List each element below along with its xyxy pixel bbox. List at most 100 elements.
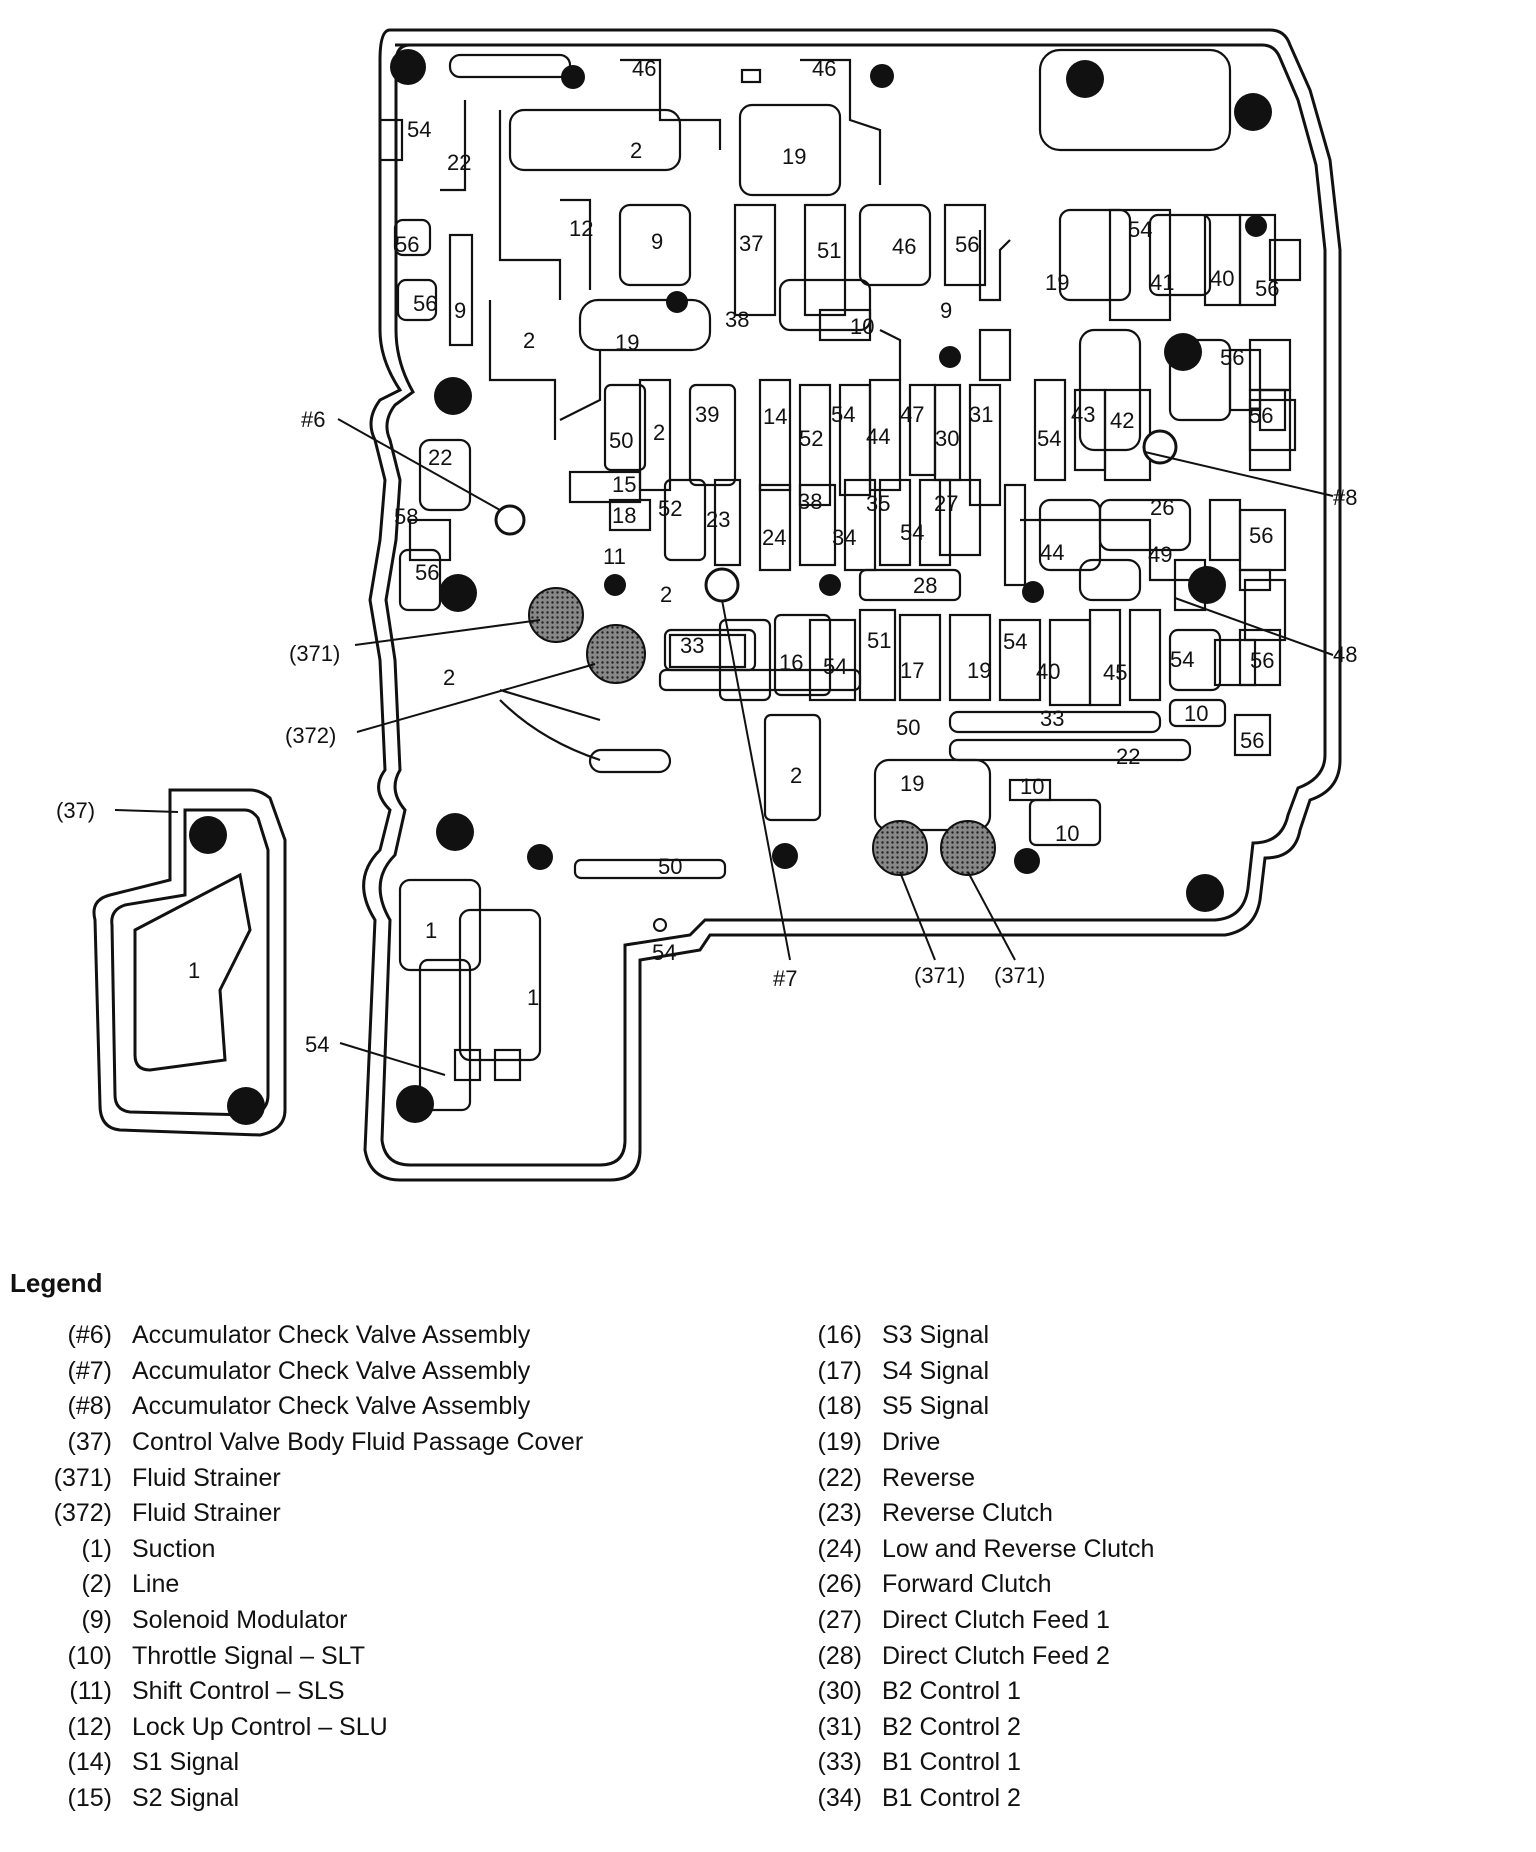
passage-label: 2 [653, 420, 665, 445]
passage-label: 56 [415, 560, 439, 585]
passage-label: 50 [658, 854, 682, 879]
legend-item: (26)Forward Clutch [800, 1567, 1154, 1603]
legend-key: (1) [81, 1534, 112, 1563]
passage-label: 2 [523, 328, 535, 353]
legend-key: (15) [67, 1784, 112, 1813]
passage-label: 2 [630, 138, 642, 163]
legend-item: (2)Line [40, 1567, 583, 1603]
legend-item: (372)Fluid Strainer [40, 1496, 583, 1532]
legend-label: Direct Clutch Feed 2 [882, 1641, 1110, 1670]
passage-label: 56 [955, 232, 979, 257]
legend-label: Control Valve Body Fluid Passage Cover [132, 1428, 584, 1457]
legend-key: (16) [817, 1321, 862, 1350]
passage-label: 39 [695, 402, 719, 427]
check-ball-7 [704, 567, 740, 603]
legend-label: B1 Control 1 [882, 1748, 1021, 1777]
legend-key: (31) [817, 1712, 862, 1741]
passage-label: 26 [1150, 495, 1174, 520]
passage-label: 52 [799, 426, 823, 451]
callout-check-6: #6 [301, 407, 325, 432]
passage-label: 10 [1020, 774, 1044, 799]
leader-lines [114, 418, 1334, 1076]
legend-label: Accumulator Check Valve Assembly [132, 1392, 531, 1421]
passage-label: 40 [1036, 659, 1060, 684]
legend-item: (27)Direct Clutch Feed 1 [800, 1603, 1154, 1639]
passage-label: 22 [1116, 744, 1140, 769]
passage-label: 38 [725, 307, 749, 332]
legend-label: S2 Signal [132, 1784, 240, 1813]
legend-label: Drive [882, 1428, 941, 1457]
legend-item: (33)B1 Control 1 [800, 1745, 1154, 1781]
check-ball-8 [1142, 429, 1178, 465]
legend-item: (371)Fluid Strainer [40, 1460, 583, 1496]
callout-48: 48 [1333, 642, 1357, 667]
passage-label: 19 [1045, 270, 1069, 295]
legend-item: (#8)Accumulator Check Valve Assembly [40, 1389, 583, 1425]
legend-label: S1 Signal [132, 1748, 240, 1777]
passage-label: 54 [407, 117, 431, 142]
passage-label: 2 [660, 582, 672, 607]
legend-item: (9) Solenoid Modulator [40, 1603, 583, 1639]
legend-item: (23)Reverse Clutch [800, 1496, 1154, 1532]
legend-label: Line [132, 1570, 180, 1599]
passage-label: 46 [892, 234, 916, 259]
passage-label: 56 [1220, 345, 1244, 370]
small-port [653, 918, 667, 932]
valve-body-diagram: 46 46 54 22 2 19 12 9 37 51 46 56 9 10 5… [56, 28, 1357, 1182]
legend-item: (28) Direct Clutch Feed 2 [800, 1638, 1154, 1674]
callout-strainer-371-c: (371) [994, 963, 1045, 988]
passage-label: 46 [812, 56, 836, 81]
passage-label: 38 [798, 489, 822, 514]
legend-key: (23) [817, 1499, 862, 1528]
passage-label: 50 [609, 428, 633, 453]
legend-item: (31)B2 Control 2 [800, 1710, 1154, 1746]
legend-item: (34)B1 Control 2 [800, 1781, 1154, 1817]
passage-label: 51 [817, 238, 841, 263]
legend-key: (9) [81, 1606, 112, 1635]
passage-label: 16 [779, 650, 803, 675]
legend-item: (#7)Accumulator Check Valve Assembly [40, 1354, 583, 1390]
passage-label: 30 [935, 426, 959, 451]
legend-item: (24)Low and Reverse Clutch [800, 1532, 1155, 1568]
legend-item: (10)Throttle Signal – SLT [40, 1638, 583, 1674]
legend-key: (372) [53, 1499, 112, 1528]
passage-label: 56 [1249, 523, 1273, 548]
passage-label: 47 [900, 402, 924, 427]
passage-label: 54 [1003, 629, 1027, 654]
callout-54: 54 [305, 1032, 329, 1057]
valve-body-outline [362, 28, 1342, 1182]
callout-labels: #6 #8 48 (371) (372) (37) #7 (371) (371)… [56, 407, 1357, 1057]
passage-label: 56 [1240, 728, 1264, 753]
legend-key: (17) [817, 1356, 862, 1385]
legend-title: Legend [10, 1268, 103, 1298]
legend-item: (1)Suction [40, 1532, 583, 1568]
passage-cover-37 [92, 788, 287, 1137]
passage-label: 9 [940, 298, 952, 323]
passage-label: 58 [394, 504, 418, 529]
legend-item: (15) S2 Signal [40, 1781, 583, 1817]
passage-label: 54 [900, 520, 924, 545]
passage-label: 12 [569, 216, 593, 241]
legend-key: (28) [817, 1641, 862, 1670]
legend-key: (18) [817, 1392, 862, 1421]
legend-key: (37) [67, 1428, 112, 1457]
legend-label: B1 Control 2 [882, 1784, 1021, 1813]
passage-label: 15 [612, 472, 636, 497]
legend-key: (10) [67, 1641, 112, 1670]
passage-label: 44 [866, 424, 890, 449]
legend-label: Fluid Strainer [132, 1463, 281, 1492]
passage-label: 22 [428, 445, 452, 470]
passage-label: 54 [1128, 217, 1152, 242]
passage-label: 34 [832, 525, 856, 550]
legend-item: (37) Control Valve Body Fluid Passage Cov… [40, 1425, 584, 1461]
legend-key: (27) [817, 1606, 862, 1635]
legend-key: (30) [817, 1677, 862, 1706]
passage-label: 35 [866, 491, 890, 516]
passage-label: 11 [603, 544, 626, 569]
passage-label: 50 [896, 715, 920, 740]
legend-label: Accumulator Check Valve Assembly [132, 1356, 531, 1385]
passage-label: 22 [447, 150, 471, 175]
legend-key: (11) [69, 1677, 112, 1706]
legend-label: Solenoid Modulator [132, 1606, 348, 1635]
legend-label: B2 Control 1 [882, 1677, 1021, 1706]
